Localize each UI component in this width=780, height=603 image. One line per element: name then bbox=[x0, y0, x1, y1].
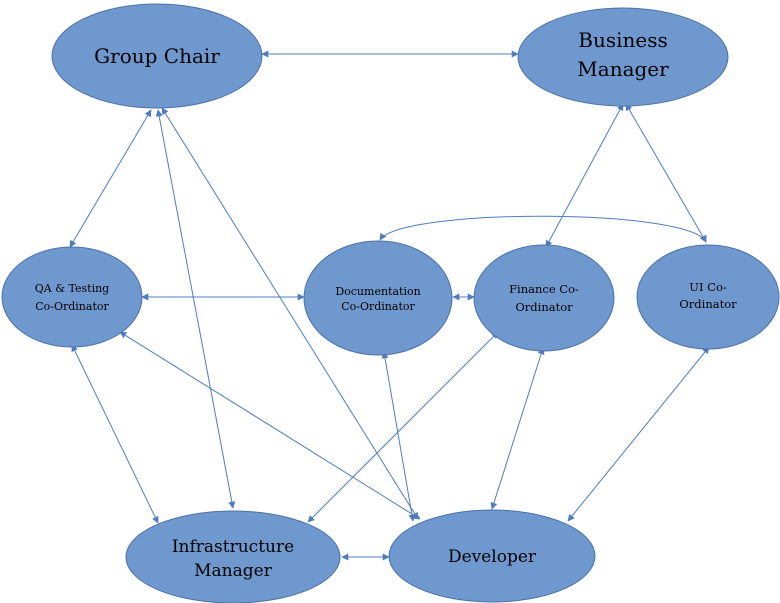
edge-documentation-developer bbox=[381, 351, 416, 522]
node-label-line-1: QA & Testing bbox=[35, 282, 109, 295]
node-label-line-2: Manager bbox=[577, 57, 669, 81]
edge-qa-developer bbox=[119, 331, 421, 520]
node-qa-testing[interactable]: QA & Testing Co-Ordinator bbox=[1, 246, 143, 348]
node-ui[interactable]: UI Co- Ordinator bbox=[636, 244, 780, 350]
node-label: Developer bbox=[448, 547, 537, 567]
node-label-line-2: Manager bbox=[194, 561, 273, 581]
node-label-line-2: Co-Ordinator bbox=[341, 300, 415, 313]
edge-group-chair-qa-testing bbox=[69, 109, 152, 248]
node-finance[interactable]: Finance Co- Ordinator bbox=[473, 244, 615, 352]
edge-finance-developer bbox=[490, 347, 545, 510]
edge-qa-infrastructure bbox=[71, 344, 159, 524]
node-infrastructure[interactable]: Infrastructure Manager bbox=[125, 510, 341, 603]
edges bbox=[69, 50, 710, 561]
node-label-line-2: Ordinator bbox=[679, 297, 737, 311]
node-group-chair[interactable]: Group Chair bbox=[51, 3, 263, 109]
node-developer[interactable]: Developer bbox=[388, 509, 596, 603]
node-label-line-1: Business bbox=[578, 28, 667, 52]
node-label: Group Chair bbox=[94, 44, 220, 68]
node-label-line-1: UI Co- bbox=[689, 280, 727, 294]
edge-group-chair-infrastructure bbox=[155, 109, 236, 509]
edge-finance-infrastructure bbox=[307, 331, 499, 523]
node-label-line-1: Infrastructure bbox=[172, 537, 294, 557]
node-label-line-2: Co-Ordinator bbox=[35, 300, 109, 313]
node-label-line-1: Finance Co- bbox=[509, 282, 579, 296]
node-label-line-2: Ordinator bbox=[515, 300, 573, 314]
edge-ui-developer bbox=[567, 346, 710, 522]
edge-business-manager-ui bbox=[625, 103, 707, 243]
edge-ui-documentation bbox=[379, 215, 707, 243]
node-label-line-1: Documentation bbox=[335, 285, 420, 298]
node-documentation[interactable]: Documentation Co-Ordinator bbox=[303, 240, 453, 356]
node-business-manager[interactable]: Business Manager bbox=[517, 7, 729, 107]
edge-business-manager-finance bbox=[545, 103, 624, 248]
